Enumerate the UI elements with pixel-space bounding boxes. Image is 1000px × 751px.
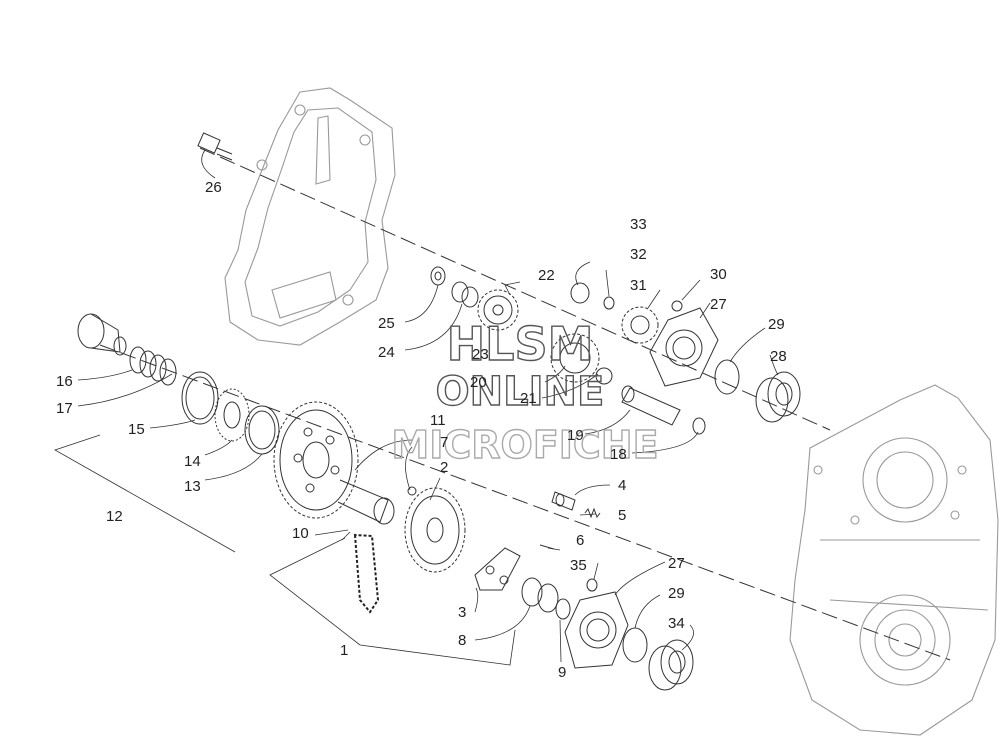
callout-8: 8 [458,632,466,649]
callout-27-lower: 27 [668,555,685,572]
callout-22: 22 [538,267,555,284]
callout-17: 17 [56,400,73,417]
callout-34: 34 [668,615,685,632]
callout-31: 31 [630,277,647,294]
centerline-lower [99,344,951,661]
shim-inner [244,405,280,455]
callout-11: 11 [430,412,446,429]
washer [430,266,446,286]
watermark-line3: MICROFICHE [391,423,658,467]
callout-29-lower: 29 [668,585,685,602]
callout-10: 10 [292,525,309,542]
callout-1: 1 [340,642,348,659]
callout-24: 24 [378,344,395,361]
callout-23: 23 [472,346,489,363]
callout-30: 30 [710,266,727,283]
bushing [451,281,479,308]
large-sprocket [273,401,395,525]
detent-spring [584,507,601,519]
right-housing [789,384,999,736]
o-ring-lower [622,627,648,663]
callout-15: 15 [128,421,145,438]
callout-27-upper: 27 [710,296,727,313]
left-housing [224,87,396,346]
callout-14: 14 [184,453,201,470]
drive-gear [621,306,659,344]
shaft [621,385,681,426]
callout-19: 19 [567,427,584,444]
callout-16: 16 [56,373,73,390]
drive-chain [353,533,380,614]
shim-outer [181,371,219,425]
needle-bearing [521,577,559,613]
lock-washer [603,296,615,310]
centerline-upper [199,147,831,431]
o-ring-upper [714,359,740,395]
small-gear [477,289,519,331]
callout-9: 9 [558,664,566,681]
callout-29-upper: 29 [768,316,785,333]
callout-32: 32 [630,246,647,263]
callout-28: 28 [770,348,787,365]
lock-nut [586,578,598,592]
callout-4: 4 [618,477,626,494]
watermark-line2: ONLINE [436,369,605,415]
bearing-plate-upper [649,307,719,387]
spring [129,346,177,386]
bearing-plate-lower [564,591,629,669]
friction-disc [214,388,250,442]
callout-3: 3 [458,604,466,621]
stub-shaft [77,313,127,356]
callout-6: 6 [576,532,584,549]
shift-collar [474,547,521,591]
shaft-washer [692,417,706,435]
callout-35: 35 [570,557,587,574]
plunger [551,491,576,511]
callout-21: 21 [520,390,537,407]
thrust-washer [555,598,571,620]
watermark: HLSM ONLINE MICROFICHE [391,316,660,467]
leader-lines [54,149,779,666]
callout-20: 20 [470,374,487,391]
callout-12: 12 [106,508,123,525]
callout-2: 2 [440,459,448,476]
bearing-lower [648,639,694,691]
nut [570,282,590,304]
driven-gear [404,487,466,573]
callout-18: 18 [610,446,627,463]
callout-25: 25 [378,315,395,332]
callout-26: 26 [205,179,222,196]
callout-labels: 1 2 3 4 5 6 7 8 9 10 11 12 13 14 15 16 1… [56,179,787,681]
spacer [671,300,683,312]
callout-13: 13 [184,478,201,495]
watermark-line1: HLSM [447,317,594,371]
bolt [197,132,233,161]
bearing-upper [755,371,801,423]
callout-7: 7 [440,434,448,451]
callout-5: 5 [618,507,626,524]
callout-33: 33 [630,216,647,233]
ball [407,486,417,496]
